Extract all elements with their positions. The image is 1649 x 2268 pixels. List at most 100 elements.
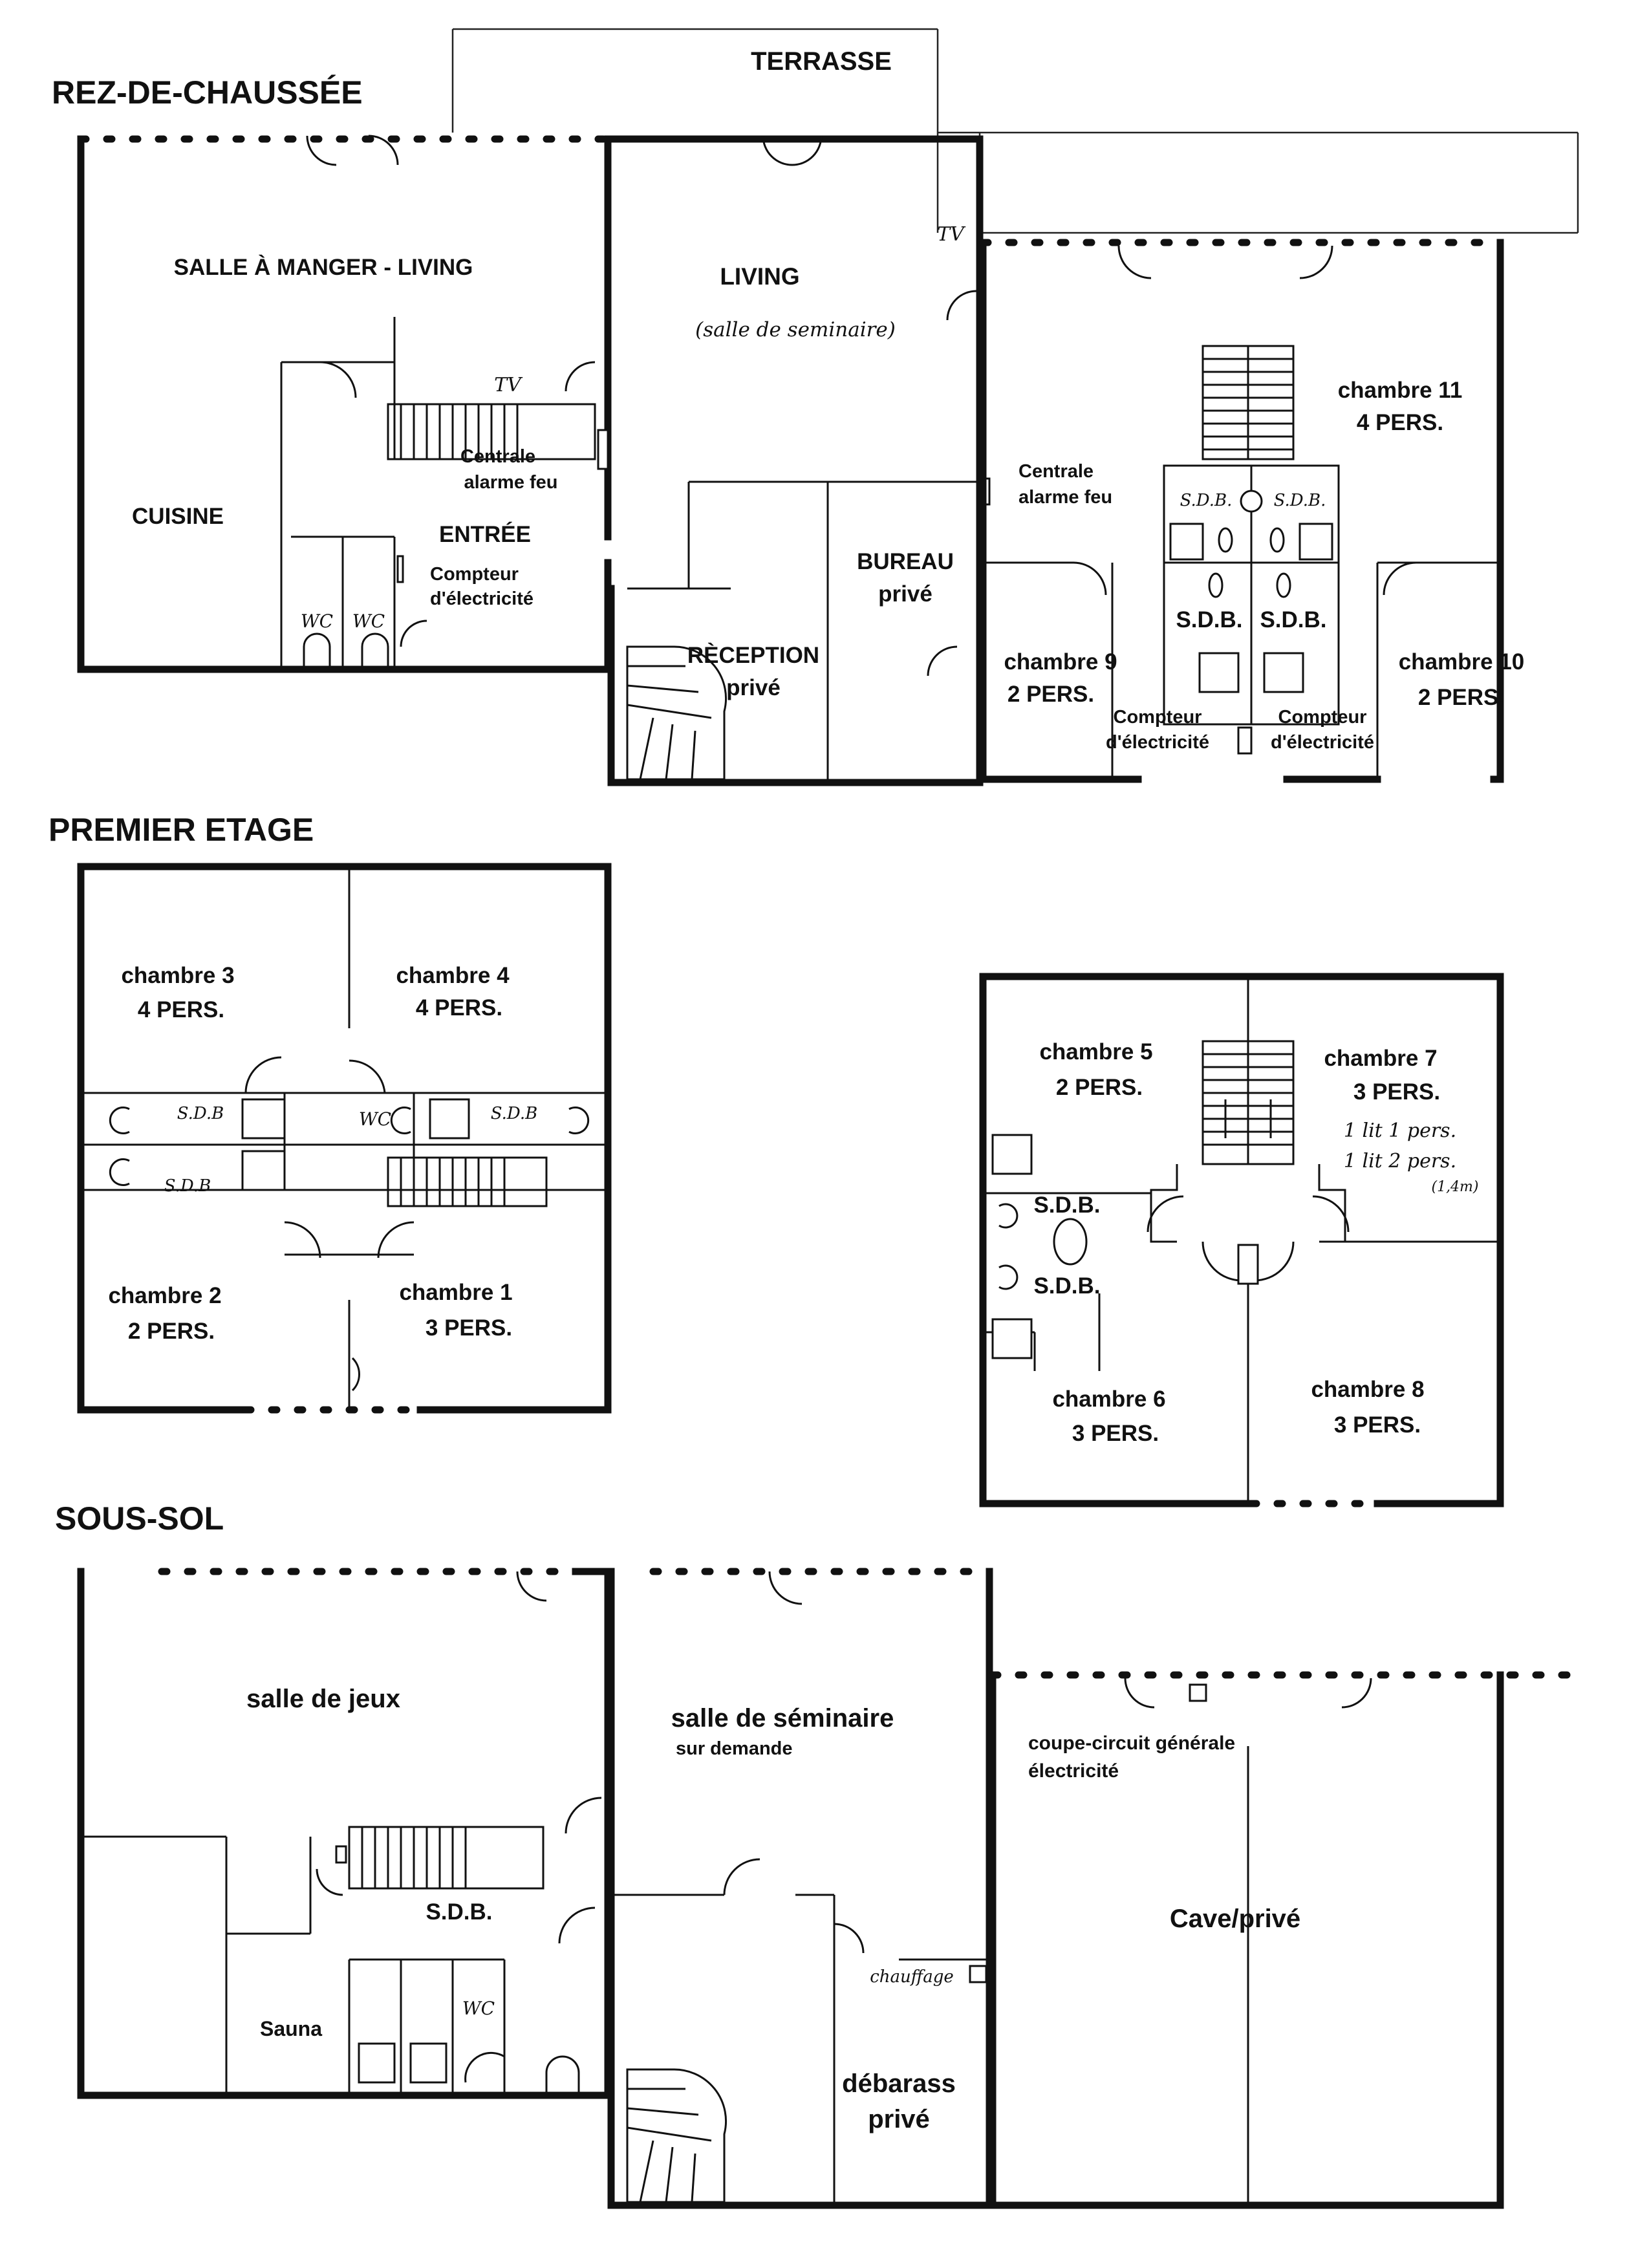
room-8-label-a: chambre 8 bbox=[1311, 1377, 1424, 1402]
room-1-label-a: chambre 1 bbox=[399, 1280, 512, 1305]
tv-label-2: TV bbox=[937, 223, 966, 246]
breaker-label-b: électricité bbox=[1028, 1760, 1119, 1782]
ground-staircase-right bbox=[1202, 345, 1295, 460]
bureau-label-a: BUREAU bbox=[857, 549, 954, 574]
room-10-label-b: 2 PERS. bbox=[1418, 685, 1505, 710]
fire-alarm-label-1a: Centrale bbox=[460, 446, 535, 467]
first-right-block: chambre 5 2 PERS. chambre 7 3 PERS. 1 li… bbox=[979, 973, 1504, 1507]
living-label: LIVING bbox=[720, 263, 799, 290]
meter-label-1a: Compteur bbox=[430, 564, 519, 585]
room-9-label-a: chambre 9 bbox=[1004, 649, 1117, 675]
first-sdb-label-e: S.D.B. bbox=[1033, 1273, 1100, 1299]
wc-1-label: WC bbox=[301, 610, 333, 632]
cellar-label: Cave/privé bbox=[1170, 1905, 1300, 1933]
heating-icon bbox=[969, 1965, 987, 1983]
meter-2-icon bbox=[1237, 726, 1253, 755]
first-sdb-label-a: S.D.B bbox=[177, 1104, 224, 1123]
room-6-label-b: 3 PERS. bbox=[1072, 1421, 1159, 1446]
games-room-label: salle de jeux bbox=[246, 1685, 400, 1713]
breaker-icon bbox=[1189, 1683, 1207, 1702]
room-5-label-a: chambre 5 bbox=[1039, 1039, 1152, 1064]
tv-label-1: TV bbox=[494, 374, 523, 396]
sauna-label: Sauna bbox=[260, 2017, 322, 2040]
first-wc-label: WC bbox=[359, 1108, 391, 1130]
kitchen-label: CUISINE bbox=[132, 504, 224, 529]
fire-alarm-label-2b: alarme feu bbox=[1018, 487, 1112, 508]
basement-staircase-middle bbox=[626, 2068, 727, 2203]
terrace-label: TERRASSE bbox=[751, 47, 892, 76]
room-7-bed-2: 1 lit 2 pers. bbox=[1344, 1150, 1456, 1172]
ground-middle-block bbox=[607, 135, 991, 786]
sdb-label-b: S.D.B. bbox=[1274, 491, 1326, 510]
first-staircase-left bbox=[387, 1156, 548, 1207]
entry-label: ENTRÉE bbox=[439, 521, 531, 547]
heating-label: chauffage bbox=[870, 1967, 954, 1987]
breaker-label-a: coupe-circuit générale bbox=[1028, 1733, 1235, 1754]
meter-label-2b: d'électricité bbox=[1106, 732, 1209, 753]
ground-floor: REZ-DE-CHAUSSÉE TERRASSE SALLE À MANGER … bbox=[52, 28, 1579, 786]
room-6-label-a: chambre 6 bbox=[1052, 1387, 1165, 1412]
sdb-label-a: S.D.B. bbox=[1180, 491, 1233, 510]
room-5-label-b: 2 PERS. bbox=[1056, 1075, 1143, 1100]
first-staircase-right bbox=[1202, 1040, 1295, 1165]
basement-left-block: salle de jeux S.D.B. Sauna WC bbox=[77, 1568, 612, 2099]
room-9-label-b: 2 PERS. bbox=[1008, 682, 1094, 707]
basement-right-block: coupe-circuit générale électricité Cave/… bbox=[989, 1671, 1582, 2209]
fire-alarm-panel-icon bbox=[597, 429, 609, 470]
bureau-label-b: privé bbox=[878, 581, 932, 607]
meter-icon bbox=[396, 555, 404, 583]
ground-staircase-left bbox=[387, 403, 596, 460]
room-7-label-b: 3 PERS. bbox=[1353, 1079, 1440, 1105]
meter-label-1b: d'électricité bbox=[430, 589, 534, 609]
dining-living-label: SALLE À MANGER - LIVING bbox=[174, 254, 473, 280]
room-8-label-b: 3 PERS. bbox=[1334, 1412, 1421, 1438]
sdb-label-d: S.D.B. bbox=[1260, 607, 1326, 632]
ground-staircase-reception bbox=[626, 645, 727, 781]
room-1-label-b: 3 PERS. bbox=[426, 1315, 512, 1341]
basement-staircase-left bbox=[348, 1826, 544, 1890]
seminar-room-label: salle de séminaire bbox=[671, 1704, 894, 1733]
room-7-label-a: chambre 7 bbox=[1324, 1046, 1437, 1071]
room-2-label-a: chambre 2 bbox=[108, 1283, 221, 1308]
basement-sdb-label: S.D.B. bbox=[426, 1899, 492, 1925]
reception-label-b: privé bbox=[726, 675, 781, 700]
ground-floor-title: REZ-DE-CHAUSSÉE bbox=[52, 74, 363, 111]
reception-label-a: RÈCEPTION bbox=[687, 642, 819, 668]
storage-label-a: débarass bbox=[842, 2069, 956, 2098]
terrace-hatch bbox=[451, 28, 1579, 234]
room-3-label-a: chambre 3 bbox=[121, 963, 234, 988]
sdb-label-c: S.D.B. bbox=[1176, 607, 1242, 632]
first-sdb-label-b: S.D.B bbox=[164, 1176, 211, 1196]
meter-label-3a: Compteur bbox=[1278, 707, 1367, 728]
ground-bathroom-core bbox=[1163, 464, 1340, 726]
room-2-label-b: 2 PERS. bbox=[128, 1319, 215, 1344]
first-floor: PREMIER ETAGE bbox=[48, 812, 1504, 1507]
room-7-bed-1: 1 lit 1 pers. bbox=[1344, 1119, 1456, 1142]
storage-label-b: privé bbox=[868, 2105, 930, 2133]
basement-wc-label: WC bbox=[462, 1998, 495, 2019]
first-left-block: chambre 3 4 PERS. chambre 4 4 PERS. S.D.… bbox=[77, 863, 612, 1414]
meter-label-2a: Compteur bbox=[1114, 707, 1202, 728]
meter-label-3b: d'électricité bbox=[1271, 732, 1374, 753]
ground-right-block bbox=[979, 239, 1504, 783]
room-11-label-a: chambre 11 bbox=[1338, 378, 1463, 403]
room-4-label-a: chambre 4 bbox=[396, 963, 510, 988]
seminar-room-note: sur demande bbox=[676, 1738, 793, 1759]
first-sdb-label-c: S.D.B bbox=[491, 1104, 537, 1123]
basement-panel-icon bbox=[335, 1845, 347, 1864]
living-note-label: (salle de seminaire) bbox=[695, 318, 896, 341]
room-4-label-b: 4 PERS. bbox=[416, 995, 502, 1021]
basement-floor: SOUS-SOL bbox=[55, 1500, 1582, 2209]
room-3-label-b: 4 PERS. bbox=[138, 997, 224, 1022]
room-10-label-a: chambre 10 bbox=[1399, 649, 1525, 675]
fire-alarm-label-1b: alarme feu bbox=[464, 472, 557, 493]
room-7-bed-size: (1,4m) bbox=[1431, 1179, 1478, 1195]
basement-title: SOUS-SOL bbox=[55, 1500, 224, 1537]
room-11-label-b: 4 PERS. bbox=[1357, 410, 1443, 435]
first-floor-title: PREMIER ETAGE bbox=[48, 812, 314, 848]
first-sdb-label-d: S.D.B. bbox=[1033, 1193, 1100, 1218]
wc-2-label: WC bbox=[352, 610, 385, 632]
basement-middle-block: salle de séminaire sur demande chauffage… bbox=[607, 1568, 993, 2209]
fire-alarm-label-2a: Centrale bbox=[1018, 461, 1094, 482]
